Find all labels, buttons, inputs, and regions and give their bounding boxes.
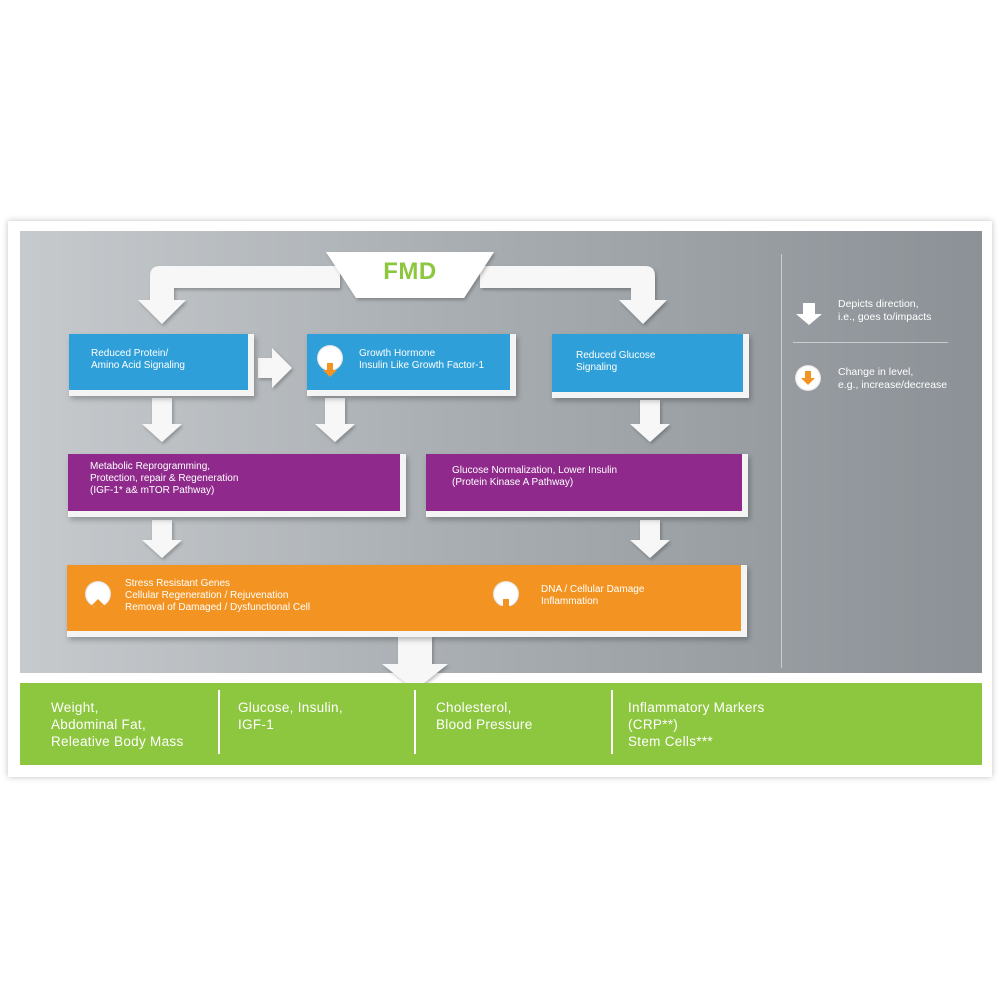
glucose-down-arrow <box>630 400 670 442</box>
growth-hormone-label: Growth Hormone Insulin Like Growth Facto… <box>359 348 485 371</box>
metabolic-reprogramming-label: Metabolic Reprogramming, Protection, rep… <box>90 461 239 496</box>
metabolic-reprogramming-box: Metabolic Reprogramming, Protection, rep… <box>68 454 406 517</box>
fmd-banner <box>326 252 494 298</box>
legend-direction-text: Depicts direction, i.e., goes to/impacts <box>838 298 932 323</box>
stress-resistant-label: Stress Resistant Genes Cellular Regenera… <box>125 578 311 613</box>
normalization-down-arrow <box>630 520 670 558</box>
reduced-glucose-label: Reduced Glucose Signaling <box>576 350 656 373</box>
decrease-arrow-icon <box>317 345 343 377</box>
legend-change-arrow-icon <box>795 365 821 391</box>
legend-change-text: Change in level, e.g., increase/decrease <box>838 366 948 391</box>
legend-separator <box>793 342 948 343</box>
fmd-title: FMD <box>383 258 437 285</box>
reduced-protein-box: Reduced Protein/ Amino Acid Signaling <box>69 334 254 396</box>
legend-divider <box>781 254 782 668</box>
outcome-divider <box>218 690 220 754</box>
reduced-protein-label: Reduced Protein/ Amino Acid Signaling <box>91 348 185 371</box>
fmd-left-arrow <box>138 266 340 324</box>
protein-down-arrow <box>142 398 182 442</box>
outcome-inflammatory-markers: Inflammatory Markers (CRP**) Stem Cells*… <box>628 700 765 749</box>
outcome-divider <box>414 690 416 754</box>
growth-hormone-box: Growth Hormone Insulin Like Growth Facto… <box>307 334 516 396</box>
metabolic-down-arrow <box>142 520 182 558</box>
outcome-glucose-insulin: Glucose, Insulin, IGF-1 <box>238 700 343 732</box>
glucose-normalization-label: Glucose Normalization, Lower Insulin (Pr… <box>452 465 618 488</box>
fmd-right-arrow <box>480 266 667 324</box>
growth-down-arrow <box>315 398 355 442</box>
glucose-normalization-box: Glucose Normalization, Lower Insulin (Pr… <box>426 454 748 517</box>
reduced-glucose-box: Reduced Glucose Signaling <box>552 334 749 398</box>
decrease-arrow-icon <box>493 581 519 613</box>
orange-to-outcomes-arrow <box>382 636 448 690</box>
cellular-outcomes-box: Stress Resistant Genes Cellular Regenera… <box>67 565 747 637</box>
dna-damage-label: DNA / Cellular Damage Inflammation <box>541 584 645 607</box>
outcome-markers-bar <box>20 683 982 765</box>
increase-arrow-icon <box>85 581 111 613</box>
outcome-cholesterol: Cholesterol, Blood Pressure <box>436 700 533 732</box>
protein-to-growth-arrow <box>258 348 292 388</box>
direction-arrow-icon <box>796 303 822 325</box>
outcome-body-composition: Weight, Abdominal Fat, Releative Body Ma… <box>51 700 184 749</box>
outcome-divider <box>611 690 613 754</box>
